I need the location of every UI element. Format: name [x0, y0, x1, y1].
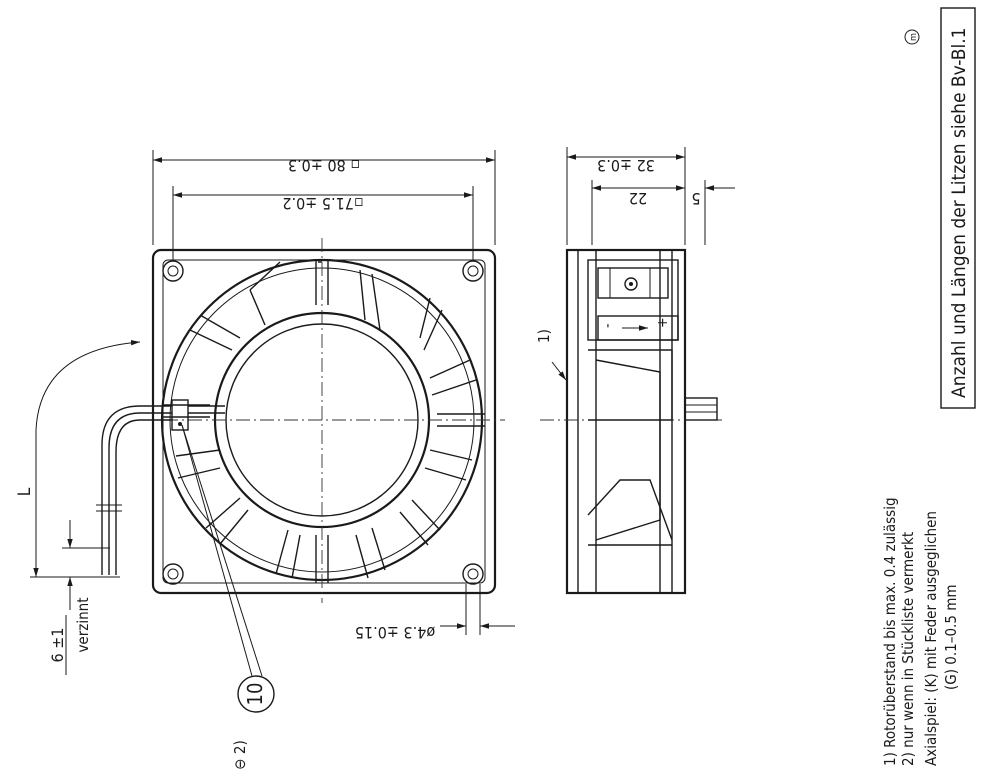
side-dimensions: 32 ±0.3 22 5 — [566, 147, 735, 245]
strip-note-verzinnt: verzinnt — [74, 597, 92, 652]
callout-note-2: ⊖ 2) — [231, 740, 249, 769]
frame-struts — [163, 260, 485, 583]
note-line-4: (G) 0.1–0.5 mm — [942, 584, 960, 690]
polarity-minus: - — [600, 323, 616, 328]
title-box-text: Anzahl und Längen der Litzen siehe Bv-Bl… — [948, 27, 970, 398]
svg-text:1): 1) — [535, 329, 553, 343]
fan-blades — [175, 261, 477, 579]
lead-wires — [101, 405, 225, 575]
polarity-plus: + — [655, 317, 671, 328]
fan-frame-outline — [151, 248, 497, 595]
note-line-3: Axialspiel: (K) mit Feder ausgeglichen — [922, 511, 940, 766]
callout-10: 10 — [237, 675, 275, 713]
note-line-2: 2) nur wenn in Stückliste vermerkt — [899, 532, 917, 766]
title-box: Anzahl und Längen der Litzen siehe Bv-Bl… — [940, 7, 976, 409]
dim-depth-32: 32 ±0.3 — [597, 156, 655, 175]
dim-outer-80: ▫ 80 ±0.3 — [288, 156, 360, 175]
side-view: - + — [540, 248, 725, 595]
wire-clamp — [171, 399, 189, 431]
dim-hole-pitch: ▫71.5 ±0.2 — [282, 194, 363, 213]
side-wire-exit — [684, 397, 718, 421]
svg-text:10: 10 — [243, 683, 267, 706]
dim-wire-length: L — [15, 487, 35, 496]
dim-strip-length: 6 ±1 — [48, 628, 67, 663]
wire-break-mark — [96, 504, 122, 512]
dim-offset-5: 5 — [691, 189, 700, 208]
dim-hole-diameter: ø4.3 ±0.15 — [355, 623, 435, 642]
side-outline — [565, 248, 687, 595]
dim-inner-22: 22 — [629, 189, 647, 208]
front-dimensions: ▫ 80 ±0.3 ▫71.5 ±0.2 ø4.3 ±0.15 — [152, 150, 515, 642]
callout-note-1: 1) — [535, 329, 567, 381]
notes-block: 1) Rotorüberstand bis max. 0.4 zulässig … — [881, 497, 960, 766]
svg-text:m: m — [909, 33, 919, 41]
wire-length-dimension: L 6 ±1 verzinnt — [15, 340, 141, 675]
note-line-1: 1) Rotorüberstand bis max. 0.4 zulässig — [881, 497, 899, 766]
front-view — [96, 238, 505, 677]
direction-symbol-icon: m — [904, 29, 920, 45]
